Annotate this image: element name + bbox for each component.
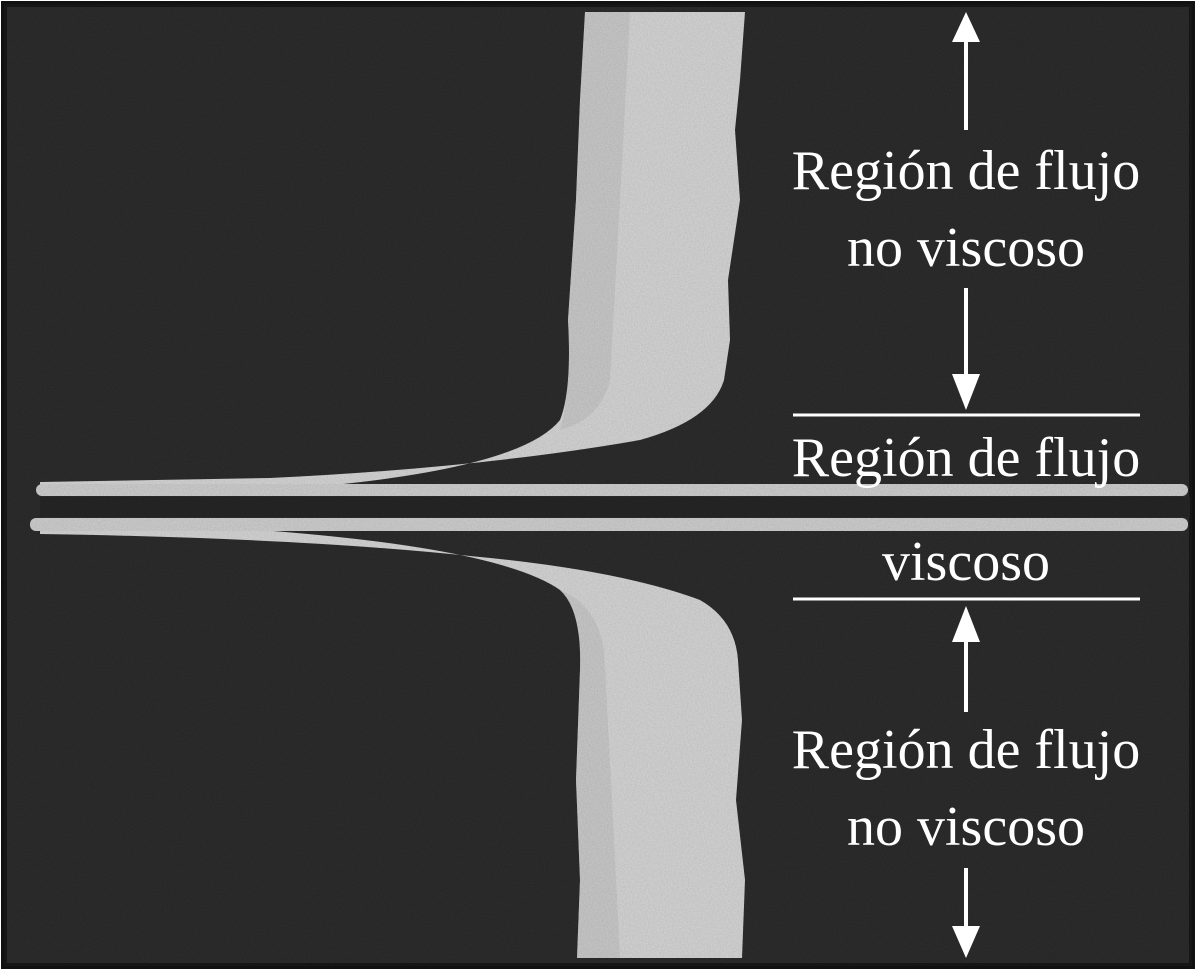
bottom-down-arrow-head (952, 926, 980, 958)
lower-up-arrow-head (952, 606, 980, 642)
photo-dark-grain (4, 4, 1192, 966)
viscous-label-line2: viscoso (882, 531, 1050, 593)
lower-inviscid-label-line2: no viscoso (847, 796, 1085, 858)
upper-down-arrow-head (952, 374, 980, 410)
viscous-label-line1: Región de flujo (791, 427, 1141, 489)
lower-inviscid-label-line1: Región de flujo (791, 719, 1141, 781)
upper-inviscid-label-line1: Región de flujo (791, 140, 1141, 202)
upper-inviscid-label-line2: no viscoso (847, 217, 1085, 279)
top-up-arrow-head (952, 12, 980, 42)
